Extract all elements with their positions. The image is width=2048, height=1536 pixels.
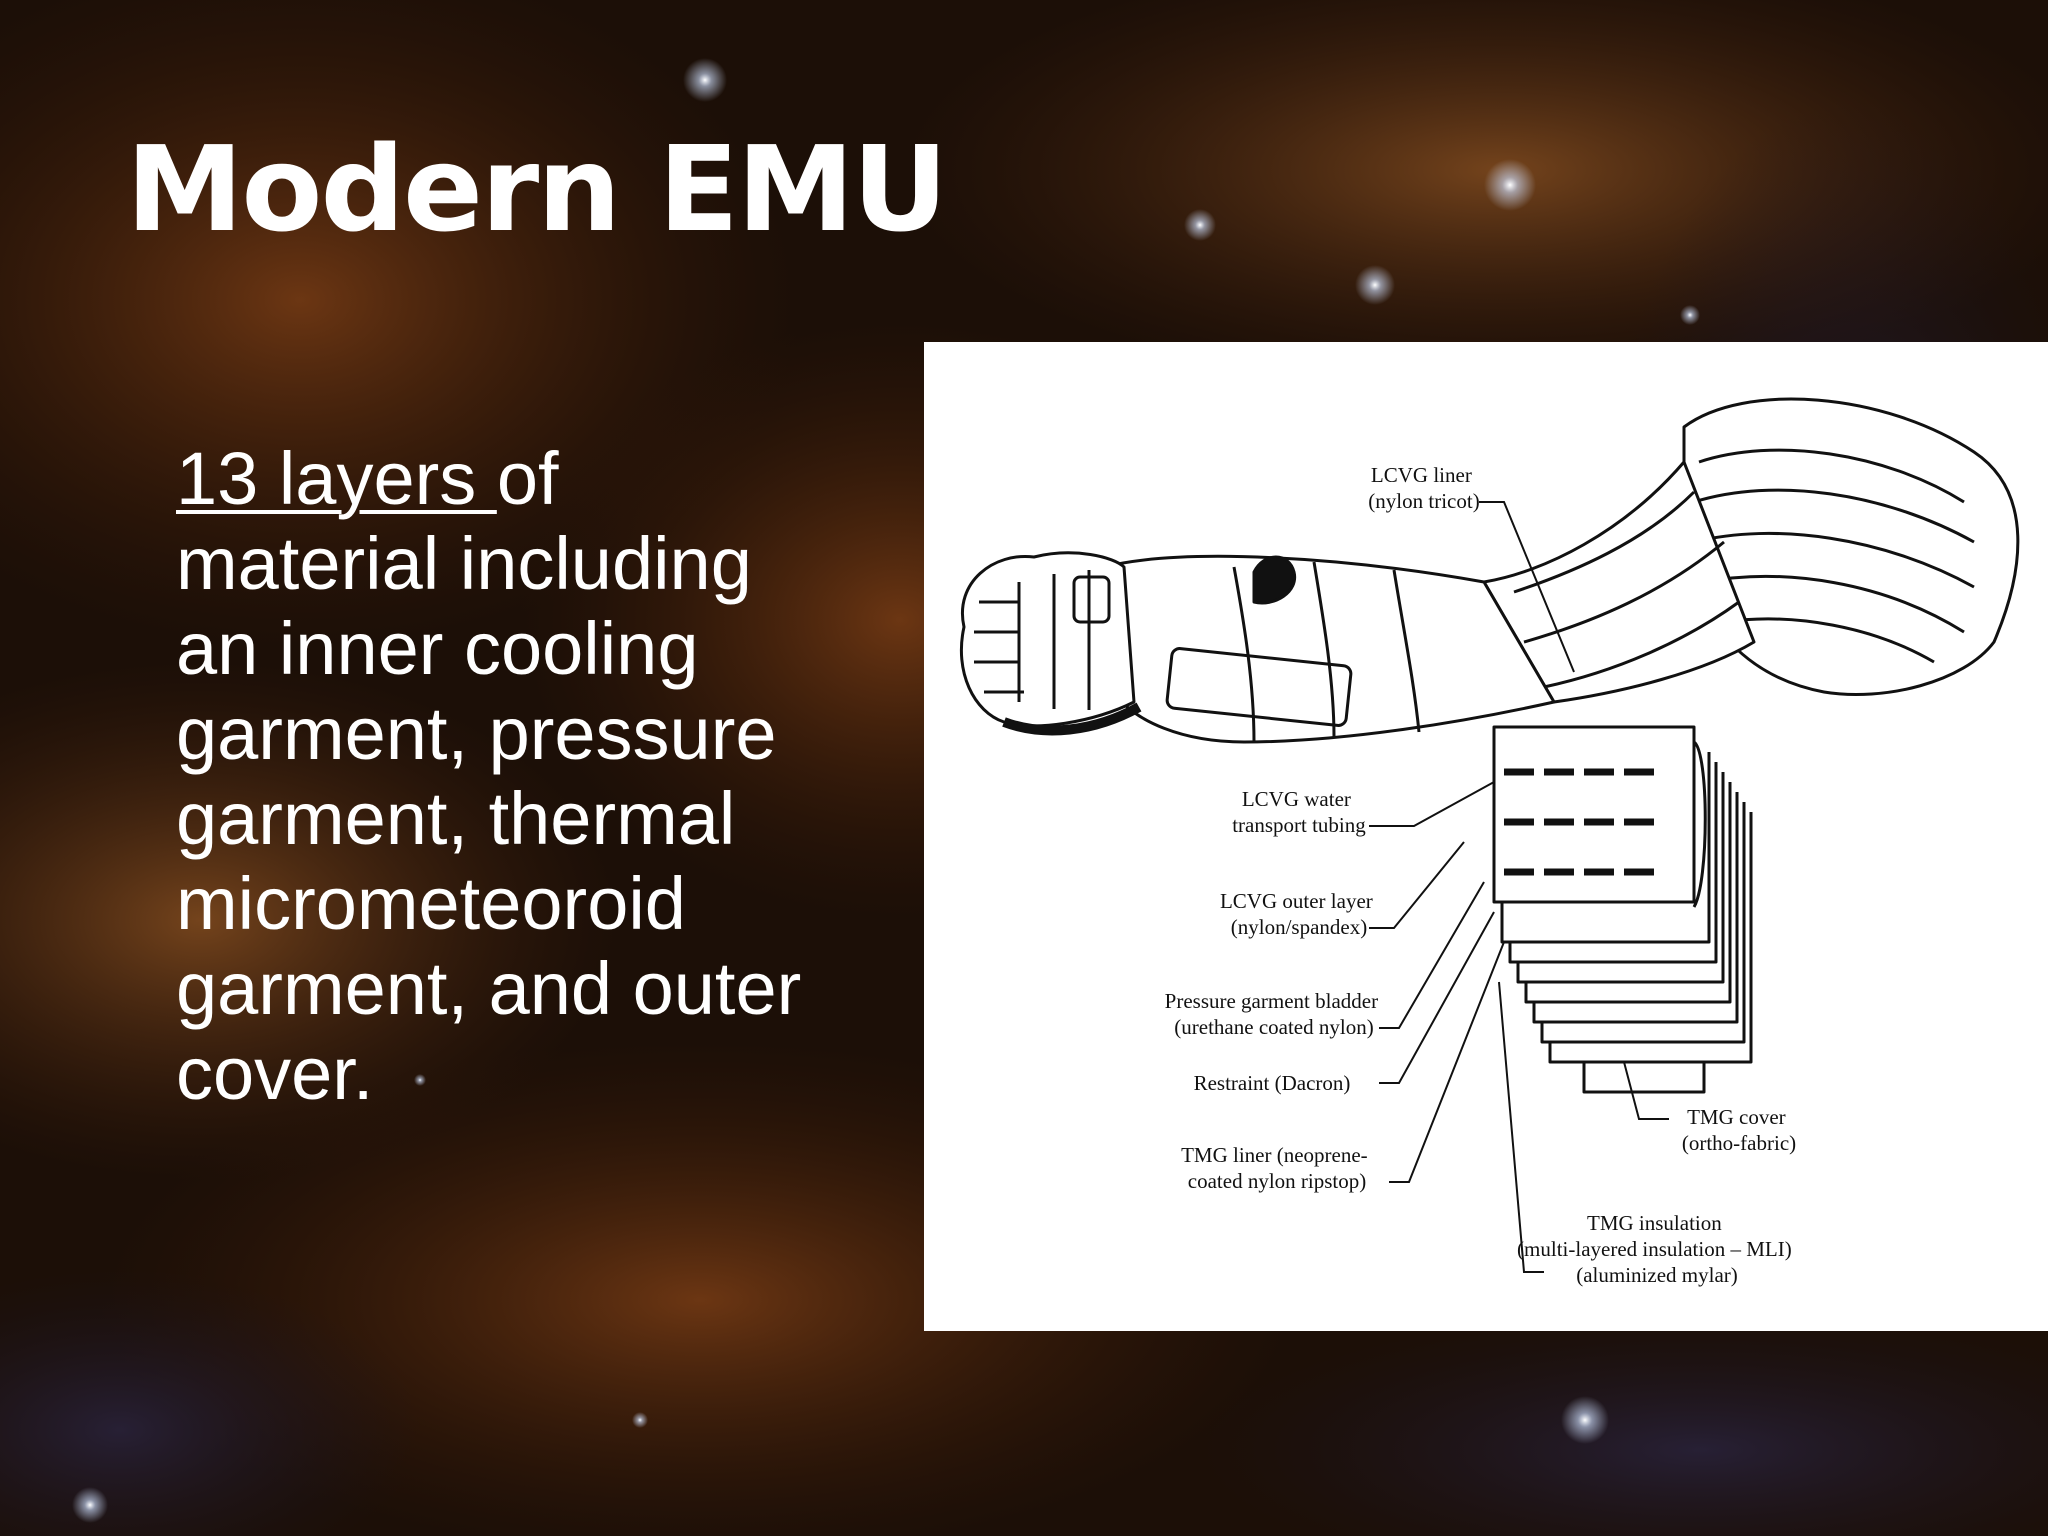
body-line-2: material including (176, 522, 752, 605)
label-tmg-cover: TMG cover (ortho-fabric) (1682, 1105, 1796, 1155)
body-line-7: garment, and outer (176, 947, 802, 1030)
label-restraint: Restraint (Dacron) (1194, 1071, 1351, 1095)
slide-body-text: 13 layers of material including an inner… (176, 436, 856, 1116)
body-line-5: garment, thermal (176, 777, 736, 860)
spacesuit-arm-icon (959, 397, 2020, 1094)
spacesuit-layers-diagram: LCVG liner (nylon tricot) LCVG water tra… (924, 342, 2048, 1331)
body-line-1-rest: of (496, 437, 559, 520)
label-lcvg-liner: LCVG liner (nylon tricot) (1368, 463, 1479, 513)
body-line-3: an inner cooling (176, 607, 699, 690)
underlined-phrase: 13 layers (176, 437, 497, 520)
label-lcvg-water-tubing: LCVG water transport tubing (1232, 787, 1366, 837)
leader-lines (1369, 501, 1669, 1273)
slide-title: Modern EMU (126, 120, 948, 258)
label-pressure-bladder: Pressure garment bladder (urethane coate… (1165, 989, 1384, 1039)
body-line-6: micrometeoroid (176, 862, 686, 945)
body-line-8: cover. (176, 1032, 374, 1115)
label-tmg-insulation: TMG insulation (multi-layered insulation… (1517, 1211, 1797, 1287)
body-line-1: 13 layers of (176, 436, 856, 521)
body-line-4: garment, pressure (176, 692, 777, 775)
label-tmg-liner: TMG liner (neoprene- coated nylon ripsto… (1181, 1143, 1373, 1193)
label-lcvg-outer-layer: LCVG outer layer (nylon/spandex) (1220, 889, 1378, 939)
